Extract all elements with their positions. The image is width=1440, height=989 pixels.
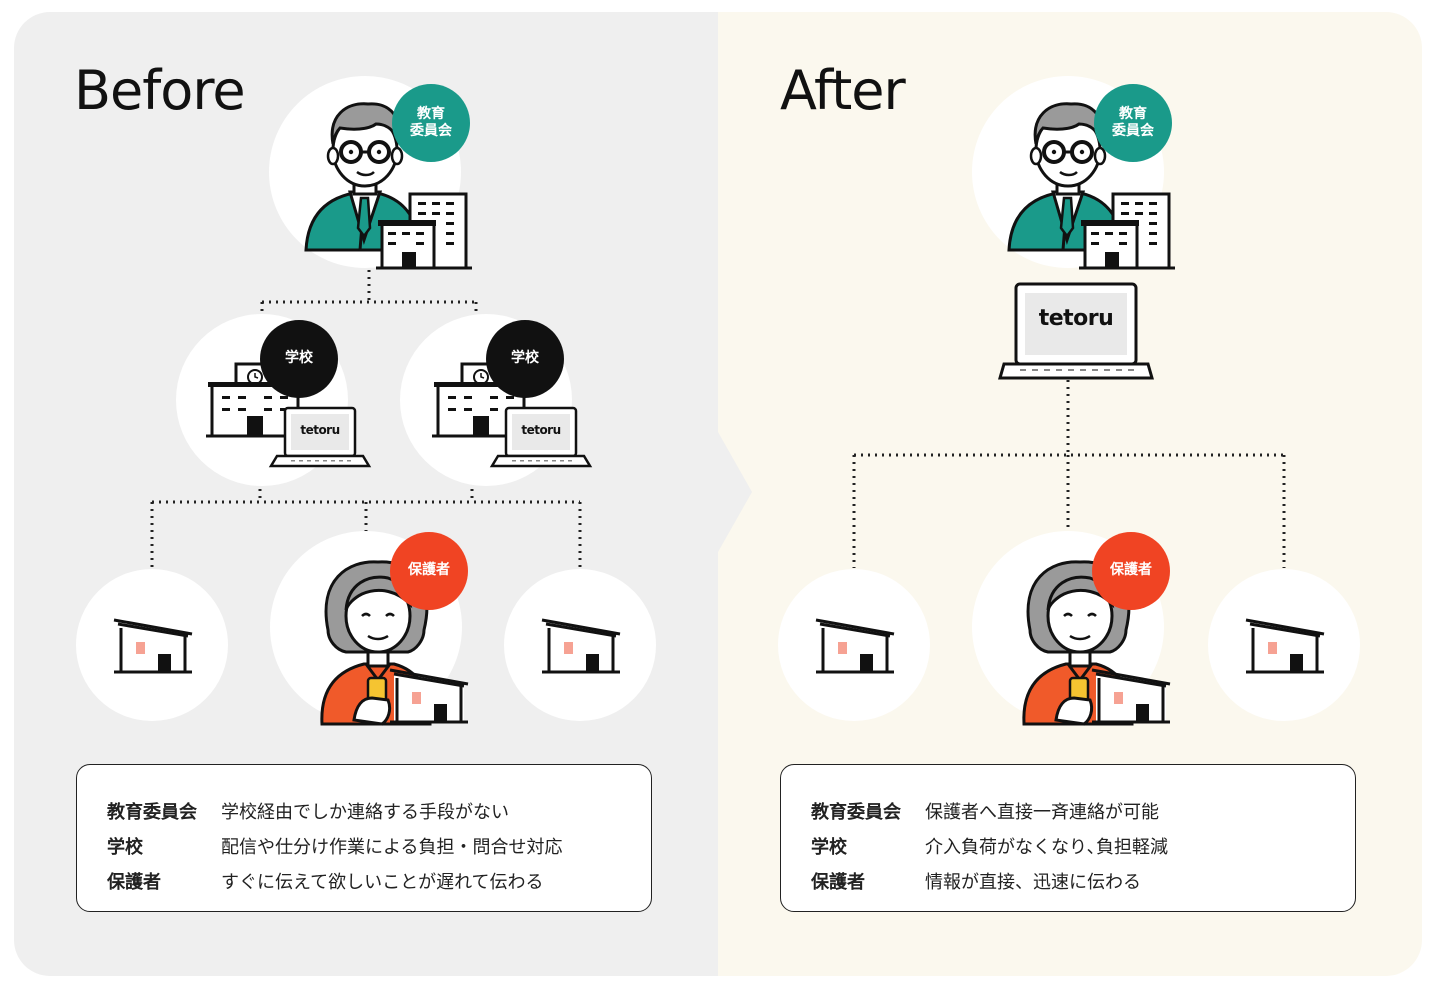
laptop-logo-after: tetoru — [1038, 306, 1114, 331]
board-badge: 教育委員会 — [392, 84, 470, 162]
school-badge: 学校 — [486, 320, 564, 398]
summary-value: 情報が直接、迅速に伝わる — [925, 871, 1141, 893]
summary-key: 保護者 — [107, 871, 161, 893]
board-badge-line2: 委員会 — [1112, 123, 1154, 139]
summary-value: 学校経由でしか連絡する手段がない — [221, 801, 509, 823]
parent-badge-label: 保護者 — [408, 562, 450, 579]
school-badge: 学校 — [260, 320, 338, 398]
summary-row: 学校 配信や仕分け作業による負担・問合せ対応 — [107, 828, 651, 863]
summary-row: 学校 介入負荷がなくなり､負担軽減 — [811, 828, 1355, 863]
board-badge: 教育委員会 — [1094, 84, 1172, 162]
parent-badge: 保護者 — [1092, 532, 1170, 610]
laptop-logo-before-2: tetoru — [521, 423, 561, 437]
after-summary-box: 教育委員会 保護者へ直接一斉連絡が可能 学校 介入負荷がなくなり､負担軽減 保護者 情… — [780, 764, 1356, 912]
summary-row: 教育委員会 学校経由でしか連絡する手段がない — [107, 793, 651, 828]
summary-value: 保護者へ直接一斉連絡が可能 — [925, 801, 1159, 823]
summary-key: 教育委員会 — [811, 801, 901, 823]
laptop-logo-before-1: tetoru — [300, 423, 340, 437]
summary-row: 教育委員会 保護者へ直接一斉連絡が可能 — [811, 793, 1355, 828]
before-heading: Before — [74, 59, 246, 122]
summary-key: 保護者 — [811, 871, 865, 893]
board-badge-line1: 教育 — [417, 105, 445, 122]
board-badge-line1: 教育 — [1119, 105, 1147, 122]
summary-row: 保護者 情報が直接、迅速に伝わる — [811, 863, 1355, 898]
parent-badge-label: 保護者 — [1110, 562, 1152, 579]
summary-row: 保護者 すぐに伝えて欲しいことが遅れて伝わる — [107, 863, 651, 898]
school-badge-label: 学校 — [511, 350, 539, 367]
after-heading: After — [780, 59, 906, 122]
parent-badge: 保護者 — [390, 532, 468, 610]
summary-key: 教育委員会 — [107, 801, 197, 823]
school-badge-label: 学校 — [285, 350, 313, 367]
before-connectors — [150, 270, 582, 570]
summary-value: 配信や仕分け作業による負担・問合せ対応 — [221, 836, 563, 858]
summary-value: すぐに伝えて欲しいことが遅れて伝わる — [221, 871, 544, 893]
board-badge-line2: 委員会 — [410, 123, 452, 139]
summary-key: 学校 — [811, 836, 847, 858]
summary-key: 学校 — [107, 836, 143, 858]
before-summary-box: 教育委員会 学校経由でしか連絡する手段がない 学校 配信や仕分け作業による負担・問合… — [76, 764, 652, 912]
summary-value: 介入負荷がなくなり､負担軽減 — [925, 836, 1168, 858]
after-connectors — [852, 380, 1286, 568]
